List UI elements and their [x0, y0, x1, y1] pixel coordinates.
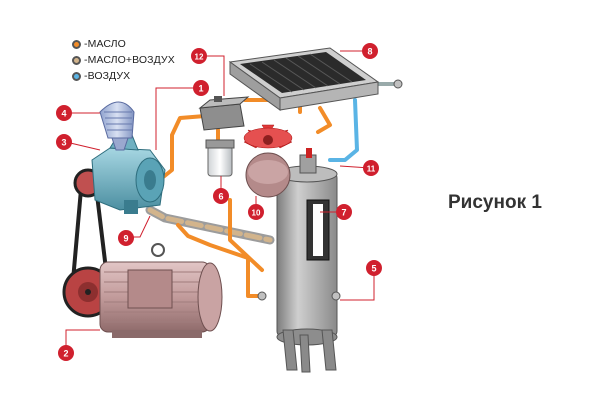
lifting-ring	[151, 243, 165, 257]
legend: -МАСЛО -МАСЛО+ВОЗДУХ -ВОЗДУХ	[72, 36, 175, 84]
callout-label: 7	[341, 208, 346, 218]
callout-label: 4	[61, 109, 66, 119]
callout-label: 12	[195, 53, 204, 62]
callouts: 1 2 3 4 5 6 7	[56, 43, 382, 361]
oil-pipe-radiator-2	[316, 106, 332, 134]
separator-tank	[257, 148, 341, 373]
callout-9: 9	[118, 230, 134, 246]
legend-item-air: -ВОЗДУХ	[72, 68, 175, 84]
callout-2: 2	[58, 345, 74, 361]
oil-air-legend-icon	[72, 55, 81, 65]
callout-label: 8	[367, 47, 372, 57]
callout-3: 3	[56, 134, 72, 150]
legend-item-oil-air: -МАСЛО+ВОЗДУХ	[72, 52, 175, 68]
pipes	[145, 82, 397, 298]
tank-legs	[282, 329, 337, 373]
callout-label: 6	[218, 192, 223, 202]
air-legend-icon	[72, 71, 81, 81]
callout-label: 3	[61, 138, 66, 148]
callout-1: 1	[193, 80, 209, 96]
callout-label: 5	[371, 264, 376, 274]
cooling-fan	[243, 124, 293, 198]
intake-filter	[99, 101, 135, 151]
thermostatic-block	[198, 96, 250, 131]
callout-7: 7	[336, 204, 352, 220]
callout-label: 2	[63, 349, 68, 359]
callout-8: 8	[362, 43, 378, 59]
figure-caption: Рисунок 1	[448, 192, 542, 213]
legend-label: -МАСЛО	[84, 38, 126, 50]
callout-label: 9	[123, 234, 128, 244]
radiator	[228, 47, 403, 111]
callout-4: 4	[56, 105, 72, 121]
callout-10: 10	[248, 204, 264, 220]
oil-pipe-top	[160, 114, 207, 180]
compressor-unit	[91, 134, 166, 214]
legend-label: -МАСЛО+ВОЗДУХ	[84, 54, 175, 66]
callout-11: 11	[363, 160, 379, 176]
callout-6: 6	[213, 188, 229, 204]
callout-label: 11	[367, 165, 376, 174]
air-pipe	[328, 98, 359, 162]
callout-label: 10	[252, 209, 261, 218]
legend-item-oil: -МАСЛО	[72, 36, 175, 52]
oil-air-pipe-core	[147, 207, 273, 243]
callout-label: 1	[198, 84, 203, 94]
callout-5: 5	[366, 260, 382, 276]
electric-motor	[99, 243, 223, 338]
legend-label: -ВОЗДУХ	[84, 70, 131, 82]
oil-pipe-return	[176, 223, 264, 298]
callout-12: 12	[191, 48, 207, 64]
oil-filter	[205, 139, 235, 177]
oil-pipe-filter-out	[228, 198, 264, 272]
oil-legend-icon	[72, 39, 81, 49]
